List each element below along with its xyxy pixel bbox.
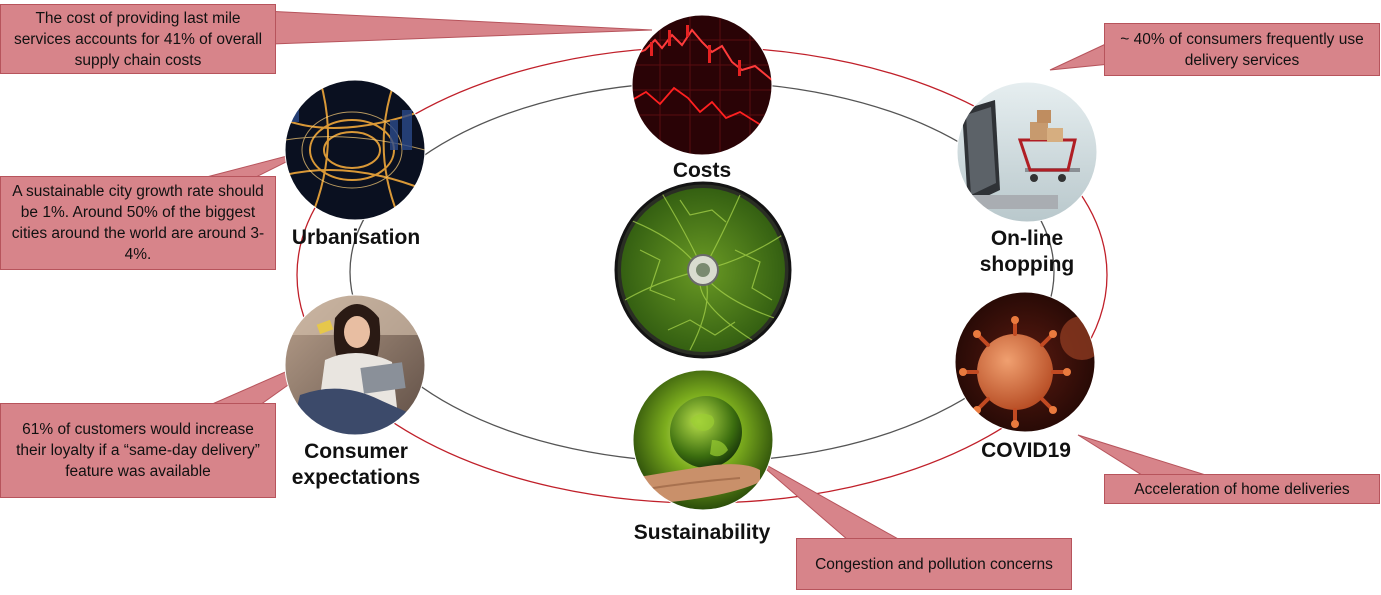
sustainability-ring-icon [632,369,774,511]
node-label-costs: Costs [672,159,732,182]
callout-pointer-online [1049,41,1111,71]
callout-costs: The cost of providing last mile services… [0,4,276,74]
callout-online-shopping: ~ 40% of consumers frequently use delive… [1104,23,1380,76]
callout-urbanisation: A sustainable city growth rate should be… [0,176,276,270]
node-label-sustainability: Sustainability [633,521,771,544]
center-map-wheel-icon [614,181,792,359]
consumer-expectations-ring-icon [284,294,426,436]
node-label-consumer-expectations: Consumer expectations [291,440,421,489]
node-label-urbanisation: Urbanisation [291,226,421,249]
urbanisation-ring-icon [284,79,426,221]
costs-ring-icon [631,14,773,156]
consumer-expectations-image-icon [285,295,425,435]
callout-consumer-expectations: 61% of customers would increase their lo… [0,403,276,498]
callout-covid19: Acceleration of home deliveries [1104,474,1380,504]
callout-sustainability: Congestion and pollution concerns [796,538,1072,590]
callout-pointer-costs [244,9,653,46]
callout-pointer-covid [1077,434,1213,478]
covid19-ring-icon [954,291,1096,433]
urbanisation-image-icon [285,80,425,220]
online-shopping-ring-icon [956,81,1098,223]
costs-image-icon [632,15,772,155]
online-shopping-image-icon [957,82,1097,222]
node-label-covid19: COVID19 [981,439,1071,462]
covid19-image-icon [955,292,1095,432]
sustainability-image-icon [633,370,773,510]
node-label-online-shopping: On-line shopping [979,227,1075,276]
